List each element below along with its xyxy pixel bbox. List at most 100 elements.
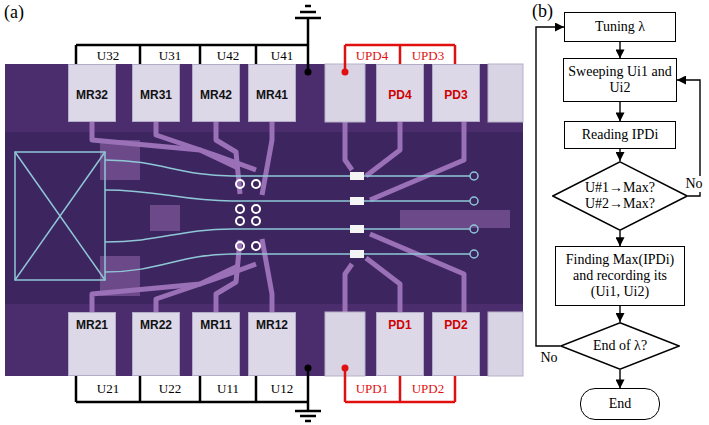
signal-name: UPD2 xyxy=(412,381,445,397)
chip-photo xyxy=(400,210,510,228)
waveguide xyxy=(15,152,105,280)
photodetector xyxy=(350,197,364,205)
bond-pad xyxy=(488,312,523,376)
bond-pad: MR42 xyxy=(192,64,240,122)
waveguide xyxy=(105,160,470,176)
pad-label: PD3 xyxy=(444,89,467,101)
microring xyxy=(252,180,260,188)
chip-photo xyxy=(5,64,523,376)
metal-trace xyxy=(345,264,352,312)
pad-label: MR41 xyxy=(256,89,288,101)
metal-trace xyxy=(345,122,352,170)
waveguide xyxy=(105,229,470,242)
bond-pad xyxy=(488,64,523,122)
bond-pad: PD2 xyxy=(432,312,480,376)
waveguide xyxy=(15,152,478,280)
photodetector xyxy=(350,172,364,258)
pd-wire-dot xyxy=(342,365,349,372)
flow-arrow xyxy=(619,231,620,246)
waveguide xyxy=(105,190,470,201)
step-text: Finding Max(IPDi) and recording its (Ui1… xyxy=(560,252,680,300)
process-box: Finding Max(IPDi) and recording its (Ui1… xyxy=(555,246,685,305)
waveguide xyxy=(15,152,105,280)
step-text: Reading IPDi xyxy=(582,127,659,143)
pad-label: MR12 xyxy=(256,319,288,331)
bond-pad: MR11 xyxy=(192,312,240,376)
ground-symbol xyxy=(295,410,321,413)
step-text: U#1→Max? U#2→Max? xyxy=(580,180,660,212)
bond-pad: MR31 xyxy=(132,64,180,122)
bias-wire xyxy=(307,368,310,402)
metal-trace xyxy=(156,122,256,170)
metal-trace xyxy=(370,122,464,200)
pd-wire xyxy=(344,368,347,402)
photodetector xyxy=(350,250,364,258)
metal-trace xyxy=(366,122,400,176)
signal-name: U32 xyxy=(97,48,119,64)
bond-pad: MR41 xyxy=(248,64,296,122)
bond-pad: PD1 xyxy=(376,312,424,376)
waveguide xyxy=(470,250,478,258)
bond-pad: MR21 xyxy=(68,312,116,376)
bias-wire xyxy=(307,45,310,72)
bond-pad xyxy=(325,312,365,376)
microring xyxy=(236,205,244,213)
chip-photo xyxy=(150,205,180,231)
pad-label: PD2 xyxy=(444,319,467,331)
microring xyxy=(236,180,244,188)
pad-label: MR11 xyxy=(200,319,231,331)
signal-name: UPD4 xyxy=(356,48,389,64)
flow-arrow xyxy=(619,370,620,388)
bond-pad xyxy=(325,64,523,376)
decision-diamond: U#1→Max? U#2→Max? xyxy=(552,161,688,231)
metal-trace xyxy=(216,240,240,312)
waveguide xyxy=(470,225,478,233)
metal-trace xyxy=(370,234,464,312)
ground-symbol xyxy=(300,415,316,418)
chip-photo xyxy=(5,64,523,376)
bias-wire xyxy=(76,44,308,47)
wire-dot xyxy=(305,365,312,372)
wire-dot xyxy=(305,69,312,76)
waveguide xyxy=(15,152,105,280)
signal-name: U42 xyxy=(217,48,239,64)
signal-name: U11 xyxy=(217,381,239,397)
microring xyxy=(236,217,244,225)
waveguide xyxy=(470,197,478,205)
bias-wire xyxy=(76,401,308,404)
flow-arrow xyxy=(619,102,620,122)
pad-label: PD1 xyxy=(388,319,411,331)
microring xyxy=(236,242,244,250)
pad-label: MR42 xyxy=(200,89,232,101)
step-text: End xyxy=(609,396,632,412)
panel-label: (a) xyxy=(4,2,24,23)
ground-symbol xyxy=(307,18,310,45)
signal-name: UPD1 xyxy=(356,381,389,397)
metal-trace xyxy=(156,264,256,312)
panel-label: (b) xyxy=(532,1,553,22)
flow-arrow xyxy=(619,149,620,161)
process-box: Tuning λ xyxy=(564,12,676,41)
signal-name: U12 xyxy=(271,381,293,397)
pad-label: MR31 xyxy=(140,89,172,101)
terminal-box: End xyxy=(580,388,660,419)
microring xyxy=(252,205,260,213)
microring xyxy=(236,180,260,250)
signal-name: U21 xyxy=(97,381,119,397)
step-text: End of λ? xyxy=(593,338,647,354)
ground-symbol xyxy=(295,17,321,20)
microring xyxy=(252,217,260,225)
signal-name: U41 xyxy=(271,48,293,64)
flow-arrow xyxy=(619,306,620,322)
bond-pad: MR22 xyxy=(132,312,180,376)
signal-name: UPD3 xyxy=(412,48,445,64)
ground-symbol xyxy=(307,402,310,411)
photodetector xyxy=(350,225,364,233)
step-text: Tuning λ xyxy=(595,19,645,35)
metal-trace xyxy=(92,122,464,312)
edge-label: No xyxy=(684,176,703,192)
diamond-outline xyxy=(553,162,687,230)
bond-pad: MR12 xyxy=(248,312,296,376)
pd-wire-dot xyxy=(342,69,349,76)
